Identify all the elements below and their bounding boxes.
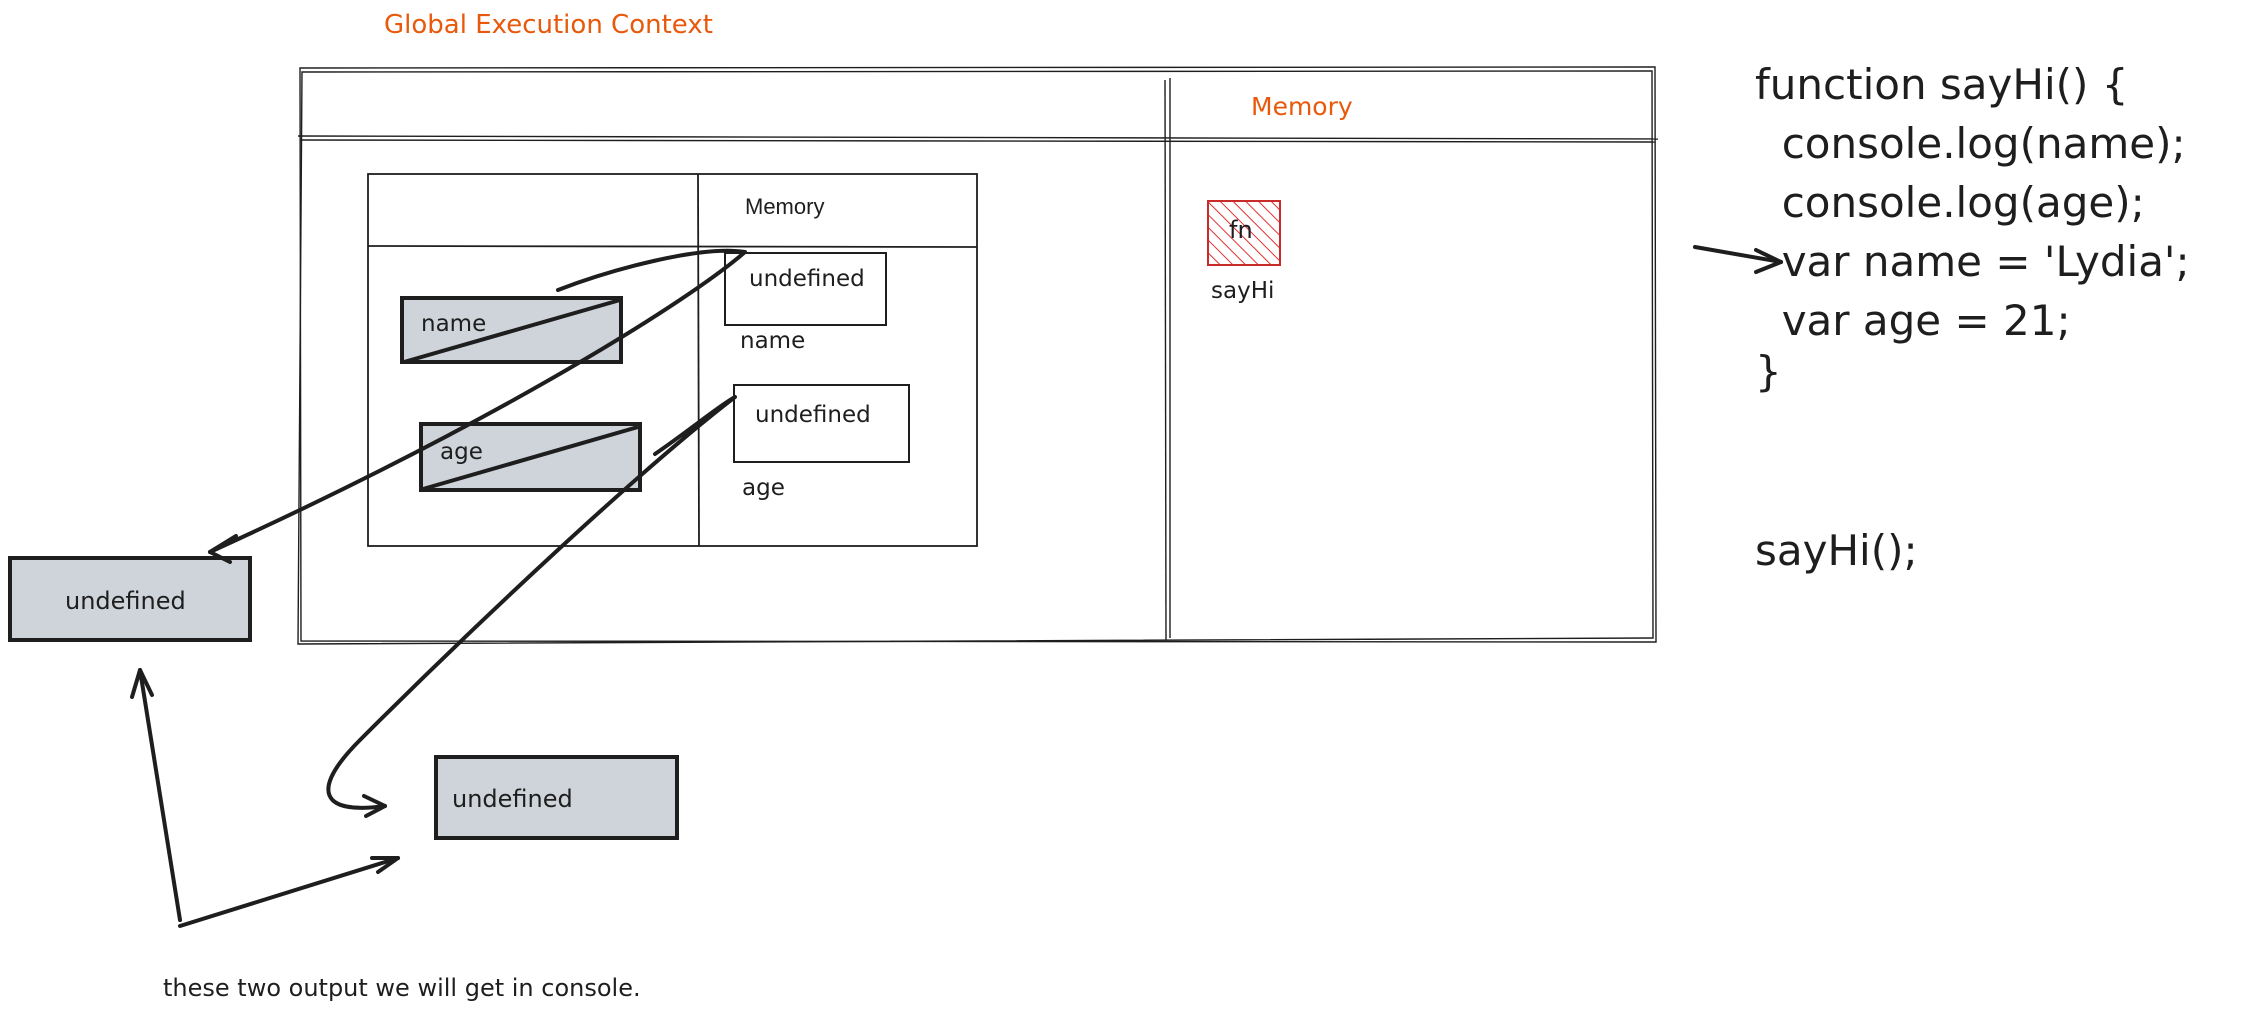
console-output-arrow <box>138 668 182 922</box>
code-line-1: function sayHi() { <box>1755 60 2129 109</box>
code-line-5: var age = 21; <box>1755 296 2071 345</box>
console-note: these two output we will get in console. <box>163 974 641 1002</box>
age-variable-box <box>419 422 642 492</box>
arrows <box>130 245 1783 928</box>
name-lookup-arrow <box>208 248 747 554</box>
inner-context-frame <box>367 173 978 547</box>
name-memory-caption: name <box>740 328 806 354</box>
global-context-frame <box>297 66 1659 645</box>
name-variable-box <box>400 296 623 364</box>
age-memory-caption: age <box>742 475 785 501</box>
current-line-arrow <box>1693 245 1783 264</box>
fn-memory-box <box>1207 200 1281 266</box>
fn-memory-name: sayHi <box>1211 278 1275 304</box>
age-variable-label: age <box>440 439 483 465</box>
code-line-6: } <box>1755 347 1782 396</box>
age-memory-box <box>733 384 910 463</box>
global-context-title: Global Execution Context <box>384 10 713 40</box>
code-line-2: console.log(name); <box>1755 119 2186 168</box>
output-box-1 <box>8 556 252 642</box>
code-call: sayHi(); <box>1755 526 1918 575</box>
name-memory-box <box>724 252 887 326</box>
output-box-2 <box>434 755 679 840</box>
global-memory-label: Memory <box>1251 92 1353 121</box>
name-memory-value: undefined <box>749 266 865 292</box>
output-value-1: undefined <box>65 587 186 615</box>
name-variable-label: name <box>421 311 487 337</box>
age-memory-value: undefined <box>755 402 871 428</box>
fn-memory-label: fn <box>1229 216 1253 244</box>
inner-memory-label: Memory <box>745 194 825 219</box>
code-line-3: console.log(age); <box>1755 178 2145 227</box>
age-lookup-arrow <box>326 395 737 810</box>
output-value-2: undefined <box>452 785 573 813</box>
code-line-4: var name = 'Lydia'; <box>1755 237 2190 286</box>
